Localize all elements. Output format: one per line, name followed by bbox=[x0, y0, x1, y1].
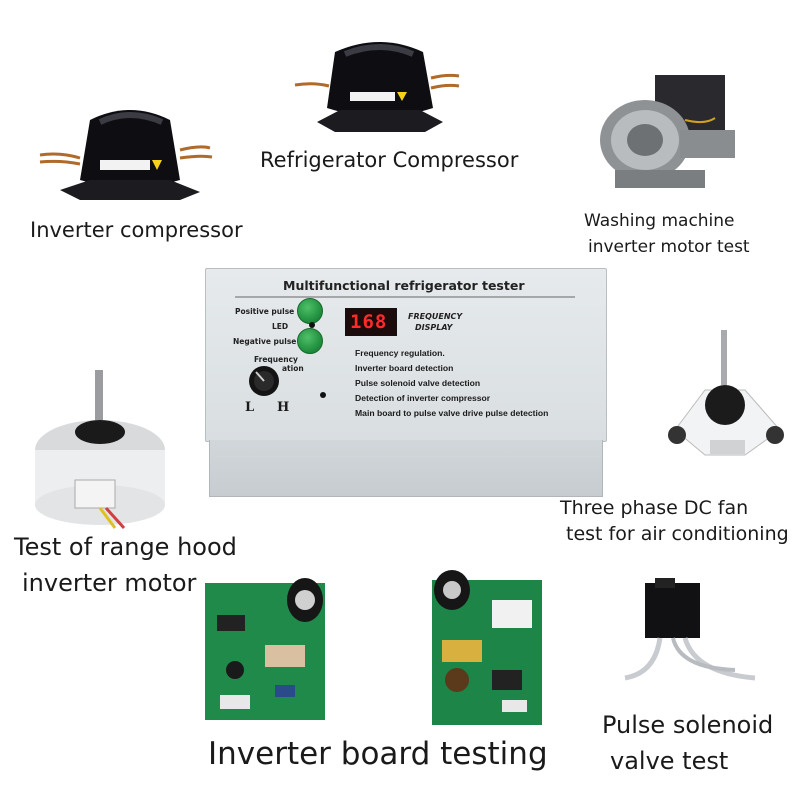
led-indicator bbox=[309, 322, 315, 328]
range-hood-label-line1: Test of range hood bbox=[14, 533, 237, 561]
tester-title: Multifunctional refrigerator tester bbox=[283, 278, 525, 293]
indicator-dot bbox=[320, 392, 326, 398]
negative-pulse-label: Negative pulse bbox=[233, 337, 297, 346]
display-label: DISPLAY bbox=[415, 323, 453, 332]
range-hood-label-line2: inverter motor bbox=[22, 569, 197, 597]
refrigerator-tester-device: Multifunctional refrigerator tester Posi… bbox=[205, 268, 607, 498]
washing-machine-label-line2: inverter motor test bbox=[588, 237, 750, 257]
positive-pulse-button[interactable] bbox=[297, 298, 323, 324]
frequency-display-value: 168 bbox=[350, 311, 388, 333]
pulse-solenoid-valve-photo bbox=[624, 578, 756, 681]
feature-inverter-compressor: Detection of inverter compressor bbox=[355, 393, 491, 403]
frequency-label: FREQUENCY bbox=[408, 312, 463, 321]
knob-low-label: L bbox=[245, 400, 255, 415]
negative-pulse-button[interactable] bbox=[297, 328, 323, 354]
frequency-knob[interactable] bbox=[247, 364, 281, 398]
knob-label-line2: ation bbox=[282, 364, 304, 373]
dc-fan-motor-photo bbox=[668, 330, 784, 456]
inverter-board-1-photo bbox=[205, 578, 325, 720]
dc-fan-label-line2: test for air conditioning bbox=[566, 523, 789, 545]
tester-side-panel bbox=[209, 440, 603, 497]
inverter-compressor-label: Inverter compressor bbox=[30, 218, 243, 242]
feature-frequency-regulation: Frequency regulation. bbox=[355, 348, 445, 358]
frequency-display-screen: 168 bbox=[345, 308, 397, 336]
tester-title-underline bbox=[235, 296, 575, 298]
inverter-compressor-photo bbox=[39, 110, 213, 200]
pulse-solenoid-label-line2: valve test bbox=[610, 747, 729, 775]
dc-fan-label-line1: Three phase DC fan bbox=[560, 497, 749, 519]
feature-main-board-pulse: Main board to pulse valve drive pulse de… bbox=[355, 408, 549, 418]
led-label: LED bbox=[272, 322, 289, 331]
washing-machine-motor-photo bbox=[600, 75, 735, 188]
positive-pulse-label: Positive pulse bbox=[235, 307, 295, 316]
range-hood-motor-photo bbox=[35, 370, 165, 530]
knob-high-label: H bbox=[277, 400, 290, 415]
washing-machine-label-line1: Washing machine bbox=[584, 211, 735, 231]
feature-pulse-solenoid: Pulse solenoid valve detection bbox=[355, 378, 481, 388]
inverter-board-testing-label: Inverter board testing bbox=[208, 736, 548, 772]
pulse-solenoid-label-line1: Pulse solenoid bbox=[602, 711, 774, 739]
refrigerator-compressor-photo bbox=[294, 42, 460, 132]
refrigerator-compressor-label: Refrigerator Compressor bbox=[260, 148, 519, 172]
feature-inverter-board: Inverter board detection bbox=[355, 363, 454, 373]
inverter-board-2-photo bbox=[432, 570, 542, 725]
knob-label-line1: Frequency bbox=[254, 355, 298, 364]
